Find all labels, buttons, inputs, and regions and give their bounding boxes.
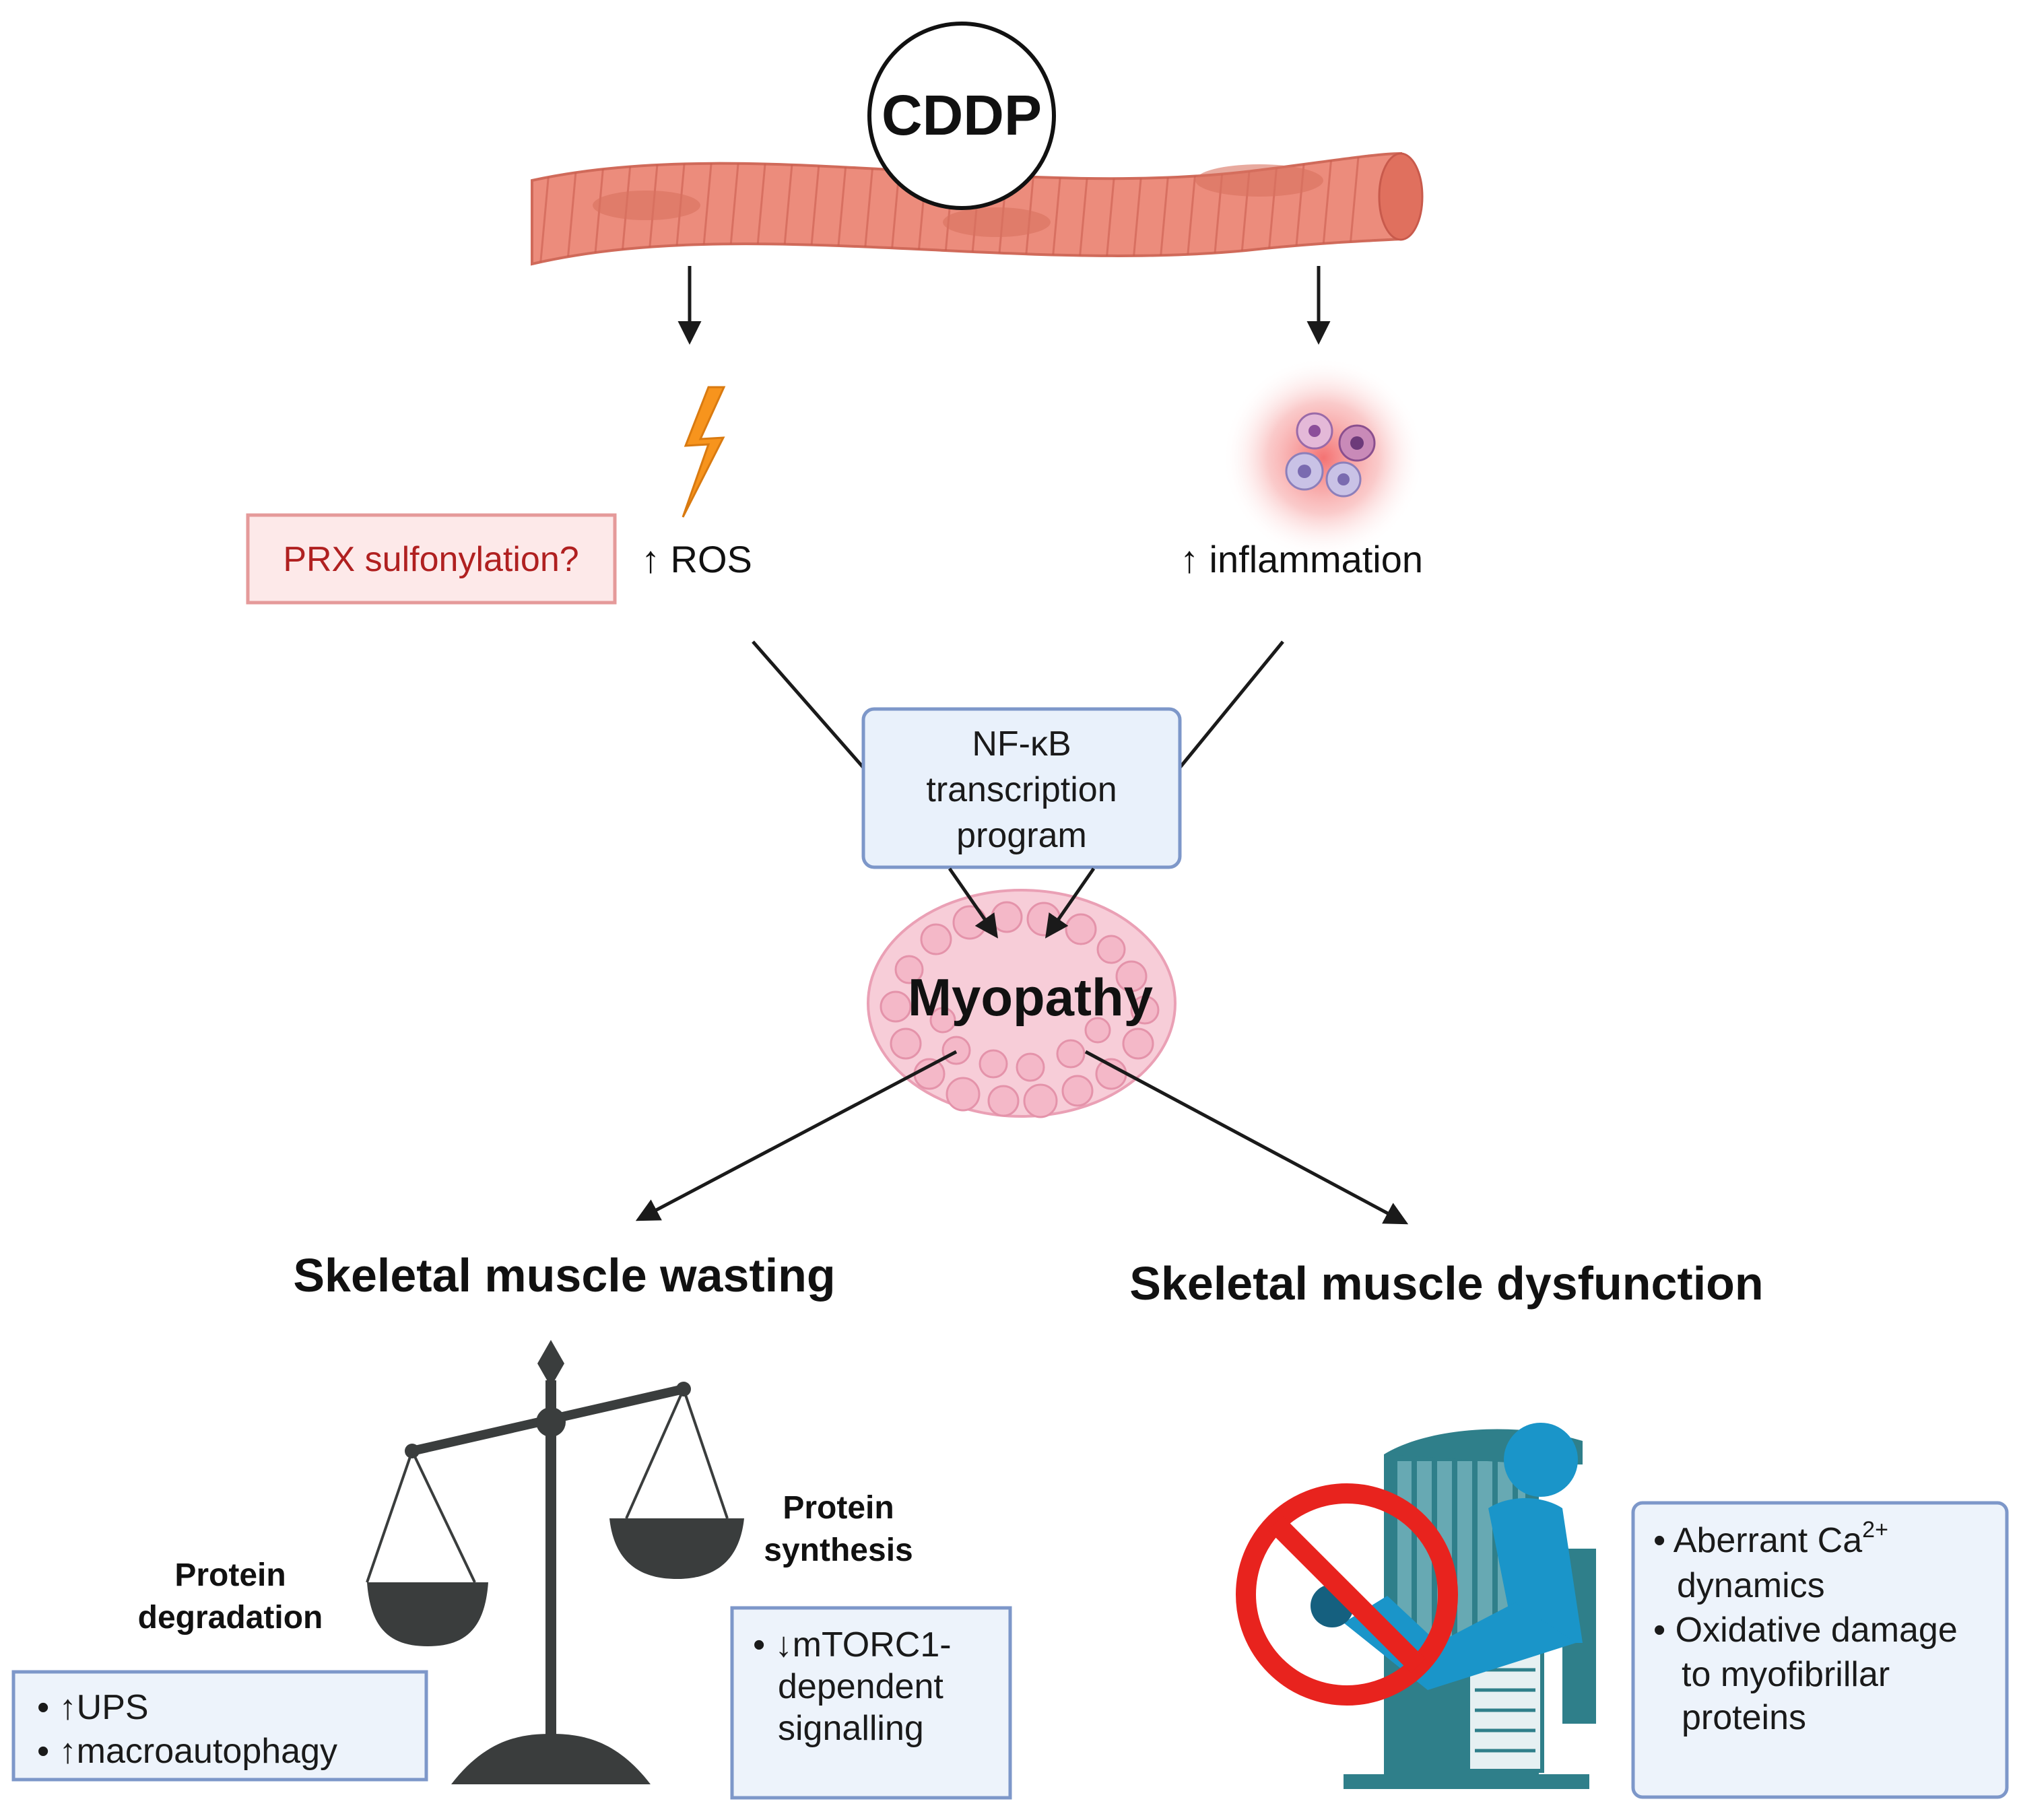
prx-sulfonylation-label: PRX sulfonylation? (283, 540, 578, 579)
dysfunction-box (1631, 1501, 2009, 1799)
dysfunction-line-myofibrillar: to myofibrillar (1682, 1655, 1890, 1694)
arrow-myopathy-to-wasting (635, 1050, 958, 1221)
arrow-nfkb-to-myopathy-left (948, 867, 998, 939)
dysfunction-bullet-oxidative: • Oxidative damage (1653, 1611, 1958, 1650)
nfkb-line-3: program (956, 816, 1087, 855)
synthesis-bullet-line-3: signalling (778, 1709, 924, 1748)
myopathy-label: Myopathy (908, 968, 1153, 1027)
nfkb-line-2: transcription (926, 770, 1117, 809)
athlete-icon (1311, 1423, 1583, 1690)
protein-degradation-label-line-2: degradation (138, 1600, 323, 1636)
prx-sulfonylation-box (246, 513, 617, 605)
wasting-title: Skeletal muscle wasting (293, 1249, 835, 1302)
synthesis-bullet-line-2: dependent (778, 1667, 943, 1706)
lightning-bolt-icon (682, 386, 726, 518)
degradation-bullet-macroautophagy: • ↑macroautophagy (37, 1732, 337, 1771)
line-inflammation-to-nfkb (1179, 640, 1284, 769)
degradation-box (11, 1670, 428, 1782)
dysfunction-line-dynamics: dynamics (1677, 1566, 1825, 1605)
cddp-label: CDDP (882, 83, 1042, 147)
myopathy-tissue-illustration (867, 889, 1177, 1118)
inflammation-cells-icon (1222, 357, 1424, 559)
balance-scale-icon (366, 1340, 744, 1784)
arrow-nfkb-to-myopathy-right (1045, 867, 1096, 939)
nfkb-box (861, 707, 1182, 869)
degradation-bullet-ups: • ↑UPS (37, 1688, 149, 1727)
inflammation-label: ↑ inflammation (1180, 538, 1423, 580)
dysfunction-bullet-calcium: • Aberrant Ca2+ (1653, 1517, 1888, 1560)
protein-synthesis-label-line-2: synthesis (764, 1532, 913, 1568)
dysfunction-line-proteins: proteins (1682, 1698, 1806, 1737)
protein-synthesis-label-line-1: Protein (783, 1490, 894, 1526)
arrow-myopathy-to-dysfunction (1084, 1050, 1409, 1225)
prohibition-icon (1236, 1483, 1458, 1706)
protein-degradation-label-line-1: Protein (174, 1557, 286, 1593)
nfkb-line-1: NF-κB (972, 724, 1071, 764)
synthesis-box (730, 1606, 1012, 1800)
cddp-circle: CDDP (867, 22, 1056, 210)
line-ros-to-nfkb (752, 640, 865, 769)
dysfunction-title: Skeletal muscle dysfunction (1129, 1257, 1763, 1310)
synthesis-bullet-line-1: • ↓mTORC1- (753, 1625, 952, 1664)
ros-label: ↑ ROS (641, 538, 752, 580)
